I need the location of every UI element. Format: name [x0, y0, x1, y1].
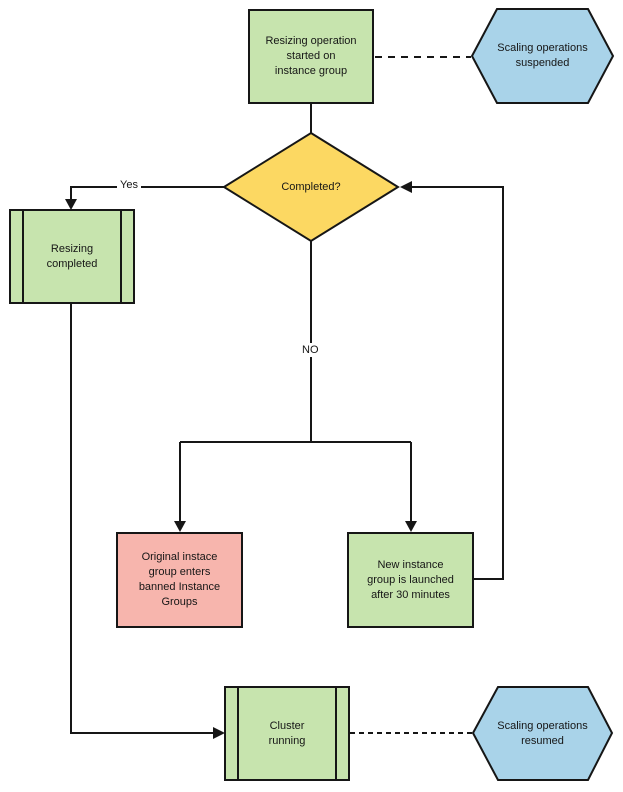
arrowhead-into-new-group: [405, 521, 417, 532]
arrowhead-into-banned-group: [174, 521, 186, 532]
node-completed-decision: Completed?: [224, 133, 398, 241]
node-scaling-resumed: Scaling operations resumed: [473, 687, 612, 780]
node-cluster-running-shape: [224, 686, 350, 781]
node-resize-start-shape: [248, 9, 374, 104]
arrowhead-into-decision: [400, 181, 412, 193]
node-banned-group-shape: [116, 532, 243, 628]
node-new-group-shape: [347, 532, 474, 628]
edge-label-no: NO: [299, 343, 322, 357]
node-new-group: New instance group is launched after 30 …: [348, 533, 473, 627]
node-banned-group: Original instace group enters banned Ins…: [117, 533, 242, 627]
node-cluster-running-label: Cluster running: [268, 719, 306, 747]
node-resize-start: Resizing operation started on instance g…: [249, 10, 373, 103]
node-completed-decision-shape: [222, 131, 400, 243]
node-completed-label: Completed?: [281, 180, 341, 193]
node-scaling-suspended: Scaling operations suspended: [472, 9, 613, 103]
node-cluster-running: Cluster running: [225, 687, 349, 780]
node-new-group-label: New instance group is launched after 30 …: [367, 558, 454, 601]
edge-decision-yes: [70, 186, 224, 201]
node-resize-start-label: Resizing operation started on instance g…: [265, 35, 357, 77]
node-resizing-completed-label: Resizing completed: [46, 242, 98, 270]
node-resizing-completed-shape: [9, 209, 135, 304]
node-banned-group-label: Original instace group enters banned Ins…: [138, 551, 221, 608]
node-scaling-suspended-label: Scaling operations suspended: [497, 42, 588, 69]
arrowhead-into-resizing-completed: [65, 199, 77, 210]
node-scaling-resumed-shape: [471, 686, 614, 781]
node-scaling-suspended-shape: [470, 8, 615, 104]
edge-label-yes: Yes: [117, 178, 141, 192]
edge-newgroup-feedback: [411, 186, 504, 580]
arrowhead-into-cluster-running: [213, 727, 225, 739]
node-resizing-completed: Resizing completed: [10, 210, 134, 303]
edge-resizingcompleted-to-cluster: [70, 303, 214, 734]
node-scaling-resumed-label: Scaling operations resumed: [497, 719, 588, 747]
